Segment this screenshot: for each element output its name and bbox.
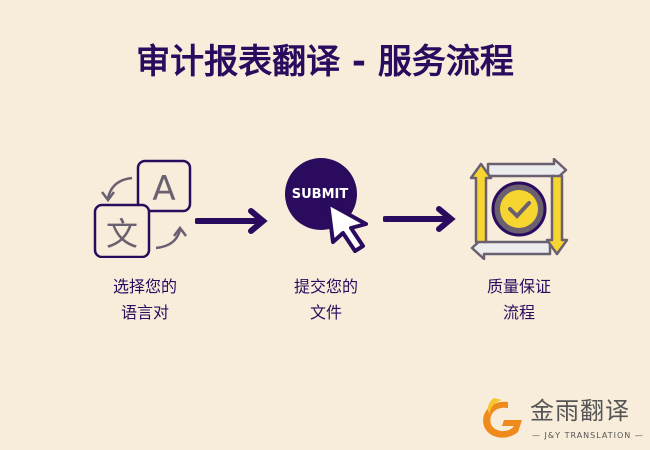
step-label-line1: 质量保证: [486, 277, 551, 296]
logo-g-icon: [483, 398, 522, 438]
step-choose-language: 选择您的 语言对: [75, 274, 215, 326]
quality-check-icon: [469, 158, 569, 260]
arrow-right-icon: [383, 206, 456, 232]
logo-chinese-text: 金雨翻译: [530, 397, 630, 425]
arrow-right-icon: [195, 208, 268, 234]
submit-label: SUBMIT: [292, 187, 349, 202]
step-label-line2: 文件: [309, 303, 342, 322]
translate-icon: A 文: [93, 159, 192, 258]
step-label-line1: 提交您的: [293, 277, 358, 296]
step-quality-assurance: 质量保证 流程: [449, 274, 589, 326]
svg-text:文: 文: [106, 215, 138, 253]
svg-text:A: A: [152, 169, 175, 209]
step-submit-file: 提交您的 文件: [256, 274, 396, 326]
step-label-line1: 选择您的: [112, 277, 177, 296]
step-label-line2: 流程: [502, 303, 535, 322]
submit-click-icon: SUBMIT: [285, 158, 368, 253]
page-title: 审计报表翻译 - 服务流程: [136, 42, 514, 82]
step-label-line2: 语言对: [120, 303, 169, 322]
logo-english-text: — J&Y TRANSLATION —: [532, 431, 644, 440]
